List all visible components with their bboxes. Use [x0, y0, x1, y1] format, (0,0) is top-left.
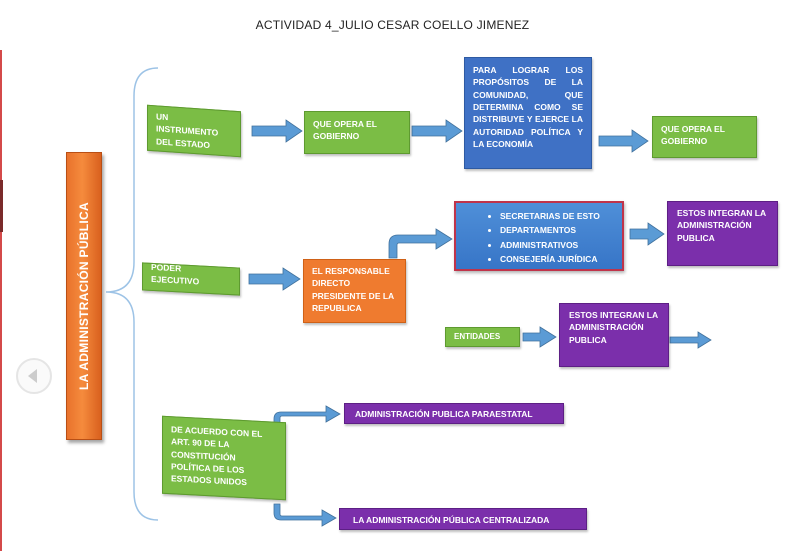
poder-ejecutivo-box: PODER EJECUTIVO: [142, 262, 240, 296]
arrow-responsable-list: [388, 228, 453, 259]
dependencias-list: SECRETARIAS DE ESTO DEPARTAMENTOS ADMINI…: [456, 203, 622, 267]
opera-gobierno-box-2: QUE OPERA EL GOBIERNO: [652, 116, 757, 158]
responsable-label: EL RESPONSABLE DIRECTO PRESIDENTE DE LA …: [312, 266, 394, 313]
centralizada-label: LA ADMINISTRACIÓN PÚBLICA CENTRALIZADA: [353, 515, 550, 525]
arrow-articulo-paraestatal: [273, 405, 341, 429]
instrumento-box: UN INSTRUMENTO DEL ESTADO: [147, 104, 241, 158]
arrow-instrumento-opera: [251, 119, 303, 143]
responsable-box: EL RESPONSABLE DIRECTO PRESIDENTE DE LA …: [303, 259, 406, 323]
paraestatal-label: ADMINISTRACIÓN PUBLICA PARAESTATAL: [355, 409, 533, 419]
arrow-proposito-opera2: [598, 129, 649, 153]
main-topic-box: LA ADMINISTRACIÓN PÚBLICA: [66, 152, 102, 440]
left-edge-bar: [0, 50, 2, 551]
integran-box-1: ESTOS INTEGRAN LA ADMINISTRACIÓN PUBLICA: [667, 201, 778, 266]
articulo-90-label: DE ACUERDO CON EL ART. 90 DE LA CONSTITU…: [171, 424, 263, 488]
list-item: SECRETARIAS DE ESTO: [500, 209, 622, 223]
arrow-articulo-centralizada: [273, 503, 337, 527]
main-brace: [105, 67, 159, 521]
left-edge-marker: [0, 180, 3, 232]
arrow-entidades-integran: [522, 326, 557, 348]
propositos-label: PARA LOGRAR LOS PROPÓSITOS DE LA COMUNID…: [473, 65, 583, 149]
entidades-label: ENTIDADES: [454, 332, 501, 341]
entidades-box: ENTIDADES: [445, 327, 520, 347]
integran-label-2: ESTOS INTEGRAN LA ADMINISTRACIÓN PUBLICA: [569, 310, 658, 345]
arrow-list-integran: [629, 222, 665, 246]
arrow-opera-proposito: [411, 119, 463, 143]
page-title: ACTIVIDAD 4_JULIO CESAR COELLO JIMENEZ: [255, 18, 530, 32]
opera-gobierno-label-1: QUE OPERA EL GOBIERNO: [313, 119, 377, 142]
main-topic-label: LA ADMINISTRACIÓN PÚBLICA: [77, 202, 91, 390]
dependencias-list-box: SECRETARIAS DE ESTO DEPARTAMENTOS ADMINI…: [454, 201, 624, 271]
poder-ejecutivo-label: PODER EJECUTIVO: [151, 262, 200, 287]
chevron-left-icon: [28, 369, 37, 383]
list-item: CONSEJERÍA JURÍDICA: [500, 252, 622, 266]
propositos-box: PARA LOGRAR LOS PROPÓSITOS DE LA COMUNID…: [464, 57, 592, 169]
paraestatal-box: ADMINISTRACIÓN PUBLICA PARAESTATAL: [344, 403, 564, 424]
articulo-90-box: DE ACUERDO CON EL ART. 90 DE LA CONSTITU…: [162, 415, 286, 501]
integran-box-2: ESTOS INTEGRAN LA ADMINISTRACIÓN PUBLICA: [559, 303, 669, 367]
opera-gobierno-label-2: QUE OPERA EL GOBIERNO: [661, 124, 725, 147]
integran-label-1: ESTOS INTEGRAN LA ADMINISTRACIÓN PUBLICA: [677, 208, 766, 243]
arrow-poder-responsable: [248, 267, 301, 291]
centralizada-box: LA ADMINISTRACIÓN PÚBLICA CENTRALIZADA: [339, 508, 587, 530]
list-item: ADMINISTRATIVOS: [500, 238, 622, 252]
arrow-integran-outgoing: [669, 331, 712, 349]
list-item: DEPARTAMENTOS: [500, 223, 622, 237]
instrumento-label: UN INSTRUMENTO DEL ESTADO: [156, 111, 219, 150]
opera-gobierno-box-1: QUE OPERA EL GOBIERNO: [304, 111, 410, 154]
previous-slide-button[interactable]: [16, 358, 52, 394]
